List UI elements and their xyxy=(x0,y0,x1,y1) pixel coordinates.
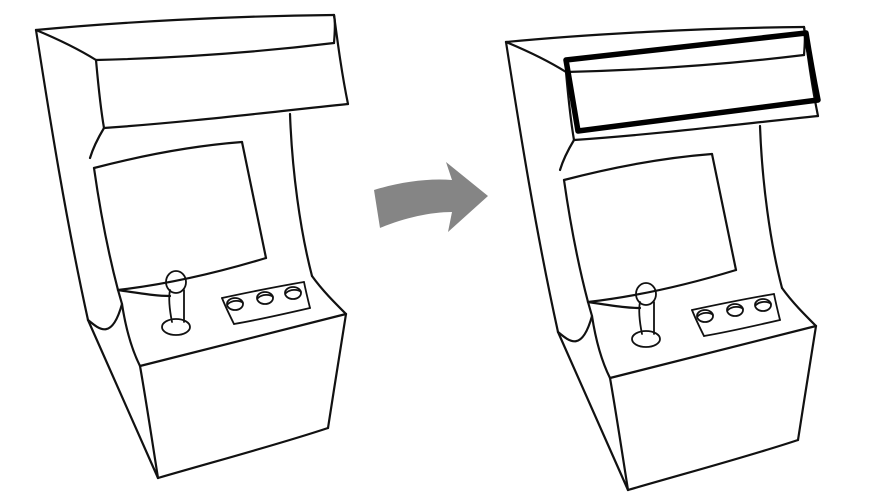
arcade-cabinet-before xyxy=(34,13,350,480)
marquee-highlight xyxy=(563,30,821,134)
curved-arrow-right-icon xyxy=(374,162,488,232)
arcade-cabinet-after xyxy=(504,25,821,492)
